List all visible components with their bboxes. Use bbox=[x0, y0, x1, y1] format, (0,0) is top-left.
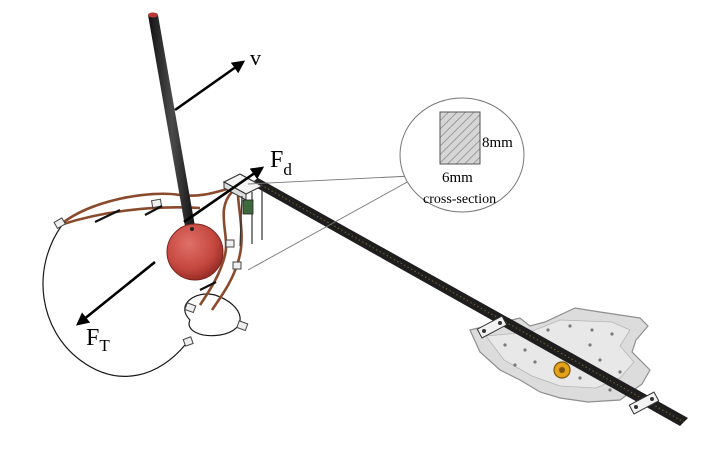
cable-clips bbox=[53, 198, 249, 347]
vertical-rod bbox=[148, 12, 196, 232]
tension-force-label-main: F bbox=[86, 325, 99, 351]
red-ball bbox=[166, 223, 224, 281]
drag-force-arrow bbox=[183, 166, 265, 224]
rail-clamp-right bbox=[628, 391, 660, 415]
velocity-label: v bbox=[250, 45, 261, 70]
cross-section-caption: cross-section bbox=[423, 192, 496, 207]
tension-force-label: FT bbox=[86, 325, 110, 355]
callout-leader-lines bbox=[247, 174, 433, 271]
drag-force-label-main: F bbox=[270, 147, 283, 173]
velocity-arrow bbox=[174, 60, 246, 112]
pinion-gear bbox=[553, 361, 571, 379]
cross-section-rect bbox=[439, 111, 481, 165]
rail-clamp-left bbox=[476, 315, 508, 339]
cable-loop bbox=[42, 224, 241, 377]
rack-rail bbox=[250, 178, 688, 426]
cross-section-callout: 8mm 6mm cross-section bbox=[399, 97, 525, 213]
tension-force-label-sub: T bbox=[99, 336, 110, 355]
head-block bbox=[222, 173, 264, 247]
dash-marks bbox=[94, 205, 217, 291]
drag-force-label-sub: d bbox=[283, 160, 292, 179]
drag-force-label: Fd bbox=[270, 147, 292, 179]
cross-section-height: 8mm bbox=[482, 135, 513, 151]
tension-force-arrow bbox=[75, 260, 156, 326]
cross-section-width: 6mm bbox=[442, 170, 473, 186]
